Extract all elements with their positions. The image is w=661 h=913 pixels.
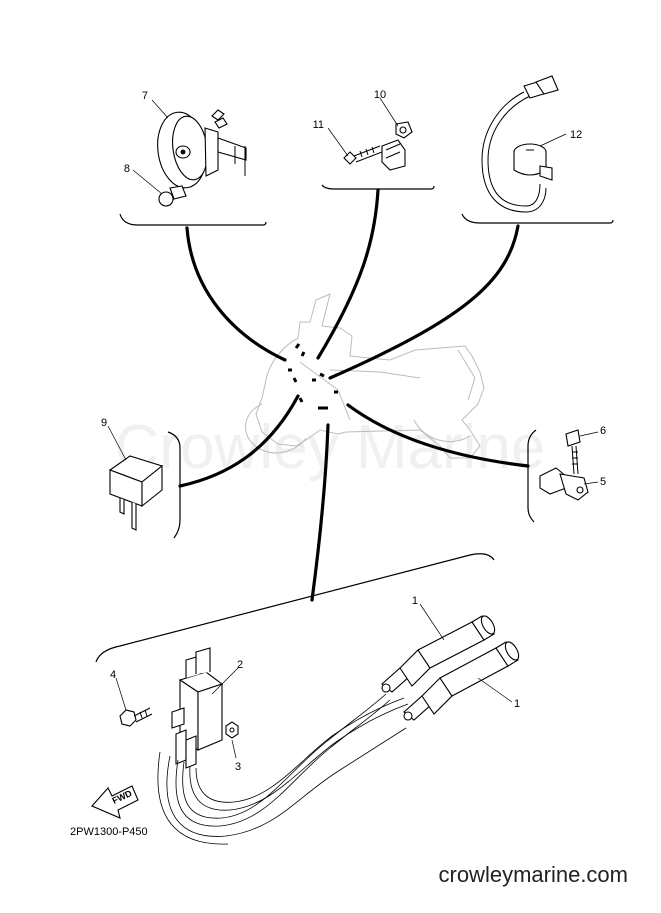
callout-3: 3 [235,761,241,773]
callout-4: 4 [110,669,116,681]
callout-8: 8 [124,163,130,175]
plug-cap-part-1-lower [403,641,520,721]
diagram-code: 2PW1300-P450 [70,826,148,838]
nut-part-8 [158,185,187,207]
relay-part-9 [108,455,164,531]
callout-1-upper: 1 [412,595,418,607]
callout-5: 5 [600,476,606,488]
plug-cap-part-1-upper [381,615,496,693]
callout-10: 10 [374,89,386,101]
group-shelves [95,184,614,663]
callout-2: 2 [237,659,243,671]
callouts: 7 8 10 11 12 9 6 5 1 1 2 4 3 [101,89,606,773]
forward-arrow-icon: FWD [91,785,139,819]
leader-lines [178,188,530,602]
callout-9: 9 [101,417,107,429]
bolt-part-6 [565,429,581,475]
callout-11: 11 [313,119,324,131]
horn-part-7 [157,109,247,189]
nut-part-3 [225,721,239,739]
switch-part-10 [381,121,413,171]
motorcycle-silhouette [245,293,485,459]
sensor-part-5 [539,467,589,501]
watermark: Crowley Marine [115,413,546,482]
website-url: crowleymarine.com [439,862,629,887]
screw-part-11 [343,145,383,165]
callout-6: 6 [600,425,606,437]
harness-connectors [288,343,338,410]
bolt-part-4 [119,707,153,727]
ignition-coil-part-2 [171,647,224,769]
callout-1-lower: 1 [514,698,520,710]
callout-leaders [107,97,599,759]
main-switch-part-12 [481,75,559,213]
callout-7: 7 [142,90,148,102]
high-tension-leads [157,693,409,845]
callout-12: 12 [570,129,582,141]
